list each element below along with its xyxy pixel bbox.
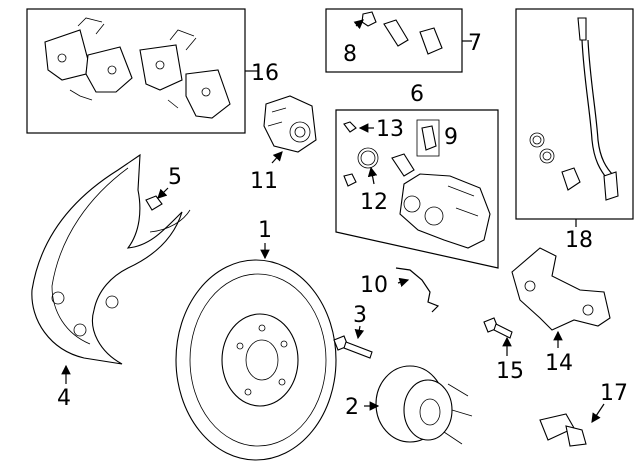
callout-13: 13 (376, 117, 404, 142)
callout-16: 16 (251, 61, 279, 86)
hub-bolt (333, 335, 373, 359)
callout-4: 4 (57, 386, 71, 411)
caliper-bracket (511, 247, 611, 331)
caliper-kit-box (335, 109, 499, 269)
wheel-hub (375, 365, 473, 445)
shield-bolt (145, 195, 163, 211)
leader-8 (353, 19, 364, 30)
leader-3 (354, 325, 365, 340)
leader-5 (157, 187, 169, 199)
callout-1: 1 (258, 218, 272, 243)
leader-12 (367, 166, 378, 185)
callout-15: 15 (496, 359, 524, 384)
bracket-bolt (483, 317, 513, 339)
callout-12: 12 (360, 190, 388, 215)
callout-9: 9 (444, 125, 458, 150)
brake-pad-set (44, 17, 231, 119)
callout-10: 10 (360, 273, 388, 298)
brake-hose-box (515, 8, 634, 220)
callout-11: 11 (250, 169, 278, 194)
callout-6: 6 (410, 82, 424, 107)
brake-hose (529, 17, 619, 201)
callout-14: 14 (545, 351, 573, 376)
wear-sensor-wire (395, 267, 440, 313)
leader-11 (271, 151, 283, 164)
callout-3: 3 (353, 303, 367, 328)
leader-10 (397, 277, 410, 288)
brake-rotor (175, 259, 337, 461)
splash-shield (31, 153, 191, 365)
brake-caliper (343, 121, 491, 249)
callout-8: 8 (343, 42, 357, 67)
guide-pin-kit (361, 11, 443, 55)
wheel-speed-sensor (539, 413, 587, 447)
caliper-actuator (263, 95, 317, 153)
callout-18: 18 (565, 228, 593, 253)
leader-17 (591, 403, 605, 423)
bleeder-bracket (416, 119, 440, 157)
callout-5: 5 (168, 165, 182, 190)
callout-7: 7 (468, 31, 482, 56)
callout-17: 17 (600, 381, 628, 406)
callout-2: 2 (345, 395, 359, 420)
